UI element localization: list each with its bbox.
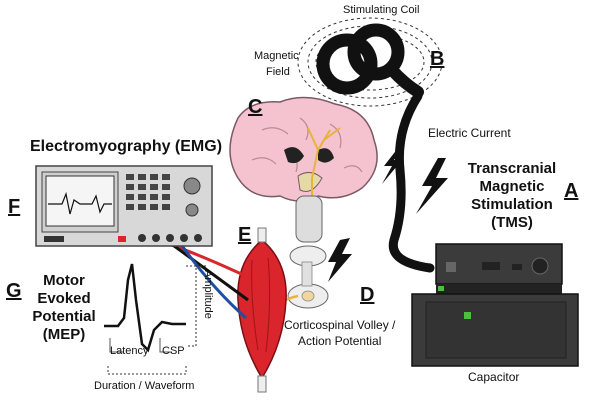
mep-waveform bbox=[104, 263, 206, 375]
letter-g: G bbox=[6, 280, 22, 302]
stimulating-coil-label: Stimulating Coil bbox=[343, 4, 420, 16]
muscle bbox=[237, 227, 287, 393]
emg-device bbox=[35, 165, 213, 247]
tms-device bbox=[411, 243, 579, 367]
amplitude-label: Amplitude bbox=[202, 270, 214, 319]
mep-title-line2: Evoked bbox=[37, 290, 91, 307]
magnetic-field-label-line2: Field bbox=[266, 66, 290, 78]
emg-title: Electromyography (EMG) bbox=[30, 138, 223, 155]
coil-cable bbox=[388, 91, 435, 273]
magnetic-field-label-line1: Magnetic bbox=[254, 50, 299, 62]
letter-a: A bbox=[564, 180, 579, 202]
tms-title-line1: Transcranial bbox=[467, 160, 557, 177]
capacitor-label: Capacitor bbox=[468, 370, 520, 384]
corticospinal-volley-label-line2: Action Potential bbox=[298, 334, 382, 348]
letter-f: F bbox=[8, 196, 21, 218]
tms-title: Transcranial Magnetic Stimulation (TMS) bbox=[456, 160, 568, 232]
csp-label: CSP bbox=[162, 345, 185, 357]
letter-e: E bbox=[238, 224, 252, 246]
letter-c: C bbox=[248, 96, 263, 118]
letter-b: B bbox=[430, 48, 445, 70]
stimulating-coil bbox=[316, 23, 424, 98]
brain bbox=[229, 96, 378, 202]
corticospinal-volley-label-line1: Corticospinal Volley / bbox=[284, 318, 396, 332]
letter-d: D bbox=[360, 284, 375, 306]
tms-title-line2: Magnetic bbox=[479, 178, 545, 195]
latency-label: Latency bbox=[110, 345, 149, 357]
tms-title-line4: (TMS) bbox=[491, 214, 533, 231]
mep-title-line1: Motor bbox=[43, 272, 85, 289]
mep-title-line4: (MEP) bbox=[42, 326, 86, 343]
spinal-cord bbox=[287, 195, 329, 309]
duration-waveform-label: Duration / Waveform bbox=[94, 380, 195, 392]
mep-title-line3: Potential bbox=[32, 308, 96, 325]
tms-title-line3: Stimulation bbox=[471, 196, 553, 213]
mep-title: Motor Evoked Potential (MEP) bbox=[22, 272, 106, 344]
electric-current-label: Electric Current bbox=[428, 126, 511, 140]
